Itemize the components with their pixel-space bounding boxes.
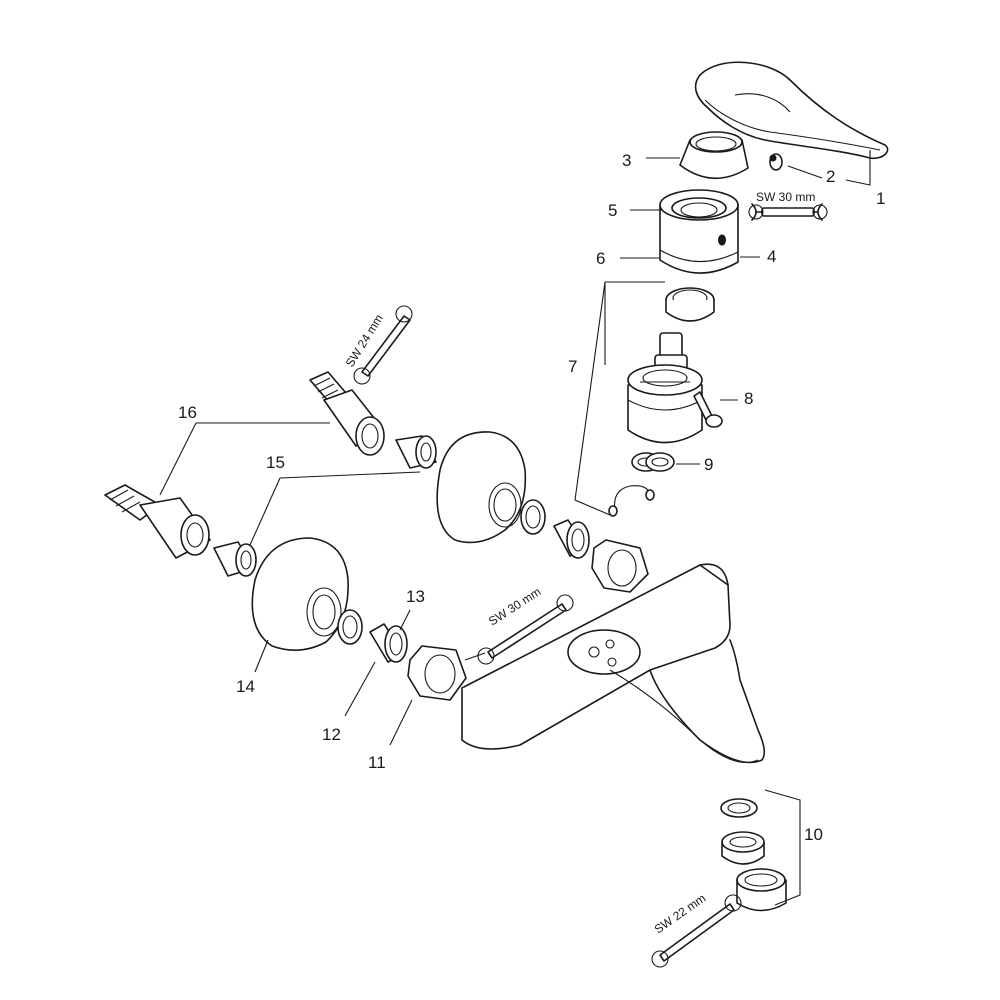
fixing-screw <box>693 391 723 428</box>
callout-16: 16 <box>178 403 197 422</box>
cartridge-ring <box>665 287 715 322</box>
wrench-icon-sw24 <box>353 305 413 385</box>
eccentric-connector-upper <box>309 371 385 456</box>
callout-12: 12 <box>322 725 341 744</box>
callout-14: 14 <box>236 677 255 696</box>
callout-15: 15 <box>266 453 285 472</box>
callout-10: 10 <box>804 825 823 844</box>
eccentric-connector-lower <box>104 484 211 559</box>
wall-rosette-upper <box>436 431 527 544</box>
leader-lines <box>159 150 871 906</box>
callout-6: 6 <box>596 249 605 268</box>
nipple-lower <box>369 623 408 663</box>
seal-lower <box>337 609 363 645</box>
retaining-clip <box>608 485 655 517</box>
wrench-label-sw30-top: SW 30 mm <box>756 190 815 204</box>
callout-13: 13 <box>406 587 425 606</box>
cover-cap <box>679 131 749 180</box>
callout-2: 2 <box>826 167 835 186</box>
adapter-nipple-lower <box>213 541 257 577</box>
aerator-set <box>720 798 787 912</box>
callout-7: 7 <box>568 357 577 376</box>
callout-3: 3 <box>622 151 631 170</box>
callout-labels: 1 2 3 4 5 6 7 8 9 10 11 12 13 14 15 16 <box>178 151 885 844</box>
wrench-icon-sw30-top <box>748 203 828 221</box>
union-nut-lower <box>407 645 467 701</box>
callout-11: 11 <box>368 753 386 772</box>
callout-8: 8 <box>744 389 753 408</box>
callout-4: 4 <box>767 247 776 266</box>
adapter-nipple-upper <box>395 435 437 469</box>
cartridge-housing <box>659 189 739 274</box>
union-nut-upper <box>591 539 649 593</box>
wrench-icon-sw22 <box>651 894 742 968</box>
wall-rosette-lower <box>251 537 349 651</box>
mixer-body <box>461 563 766 764</box>
nipple-upper <box>553 519 590 559</box>
seal-upper <box>520 499 546 535</box>
callout-9: 9 <box>704 455 713 474</box>
wrench-size-labels: SW 30 mm SW 24 mm SW 30 mm SW 22 mm <box>343 190 816 936</box>
grub-screw <box>769 153 783 171</box>
ceramic-cartridge <box>627 332 703 444</box>
o-ring-set <box>631 452 675 472</box>
callout-5: 5 <box>608 201 617 220</box>
callout-1: 1 <box>876 189 885 208</box>
